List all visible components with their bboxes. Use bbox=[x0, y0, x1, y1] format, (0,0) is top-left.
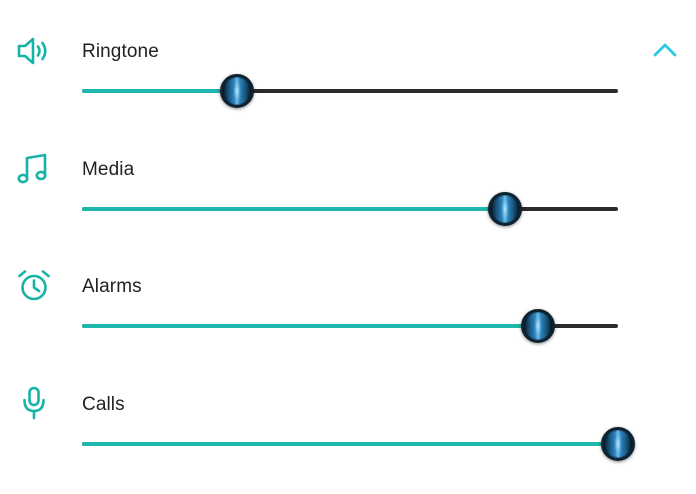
calls-volume-slider[interactable] bbox=[82, 427, 635, 461]
slider-thumb[interactable] bbox=[520, 309, 555, 343]
volume-row-label: Calls bbox=[82, 394, 125, 415]
collapse-button[interactable] bbox=[650, 38, 680, 62]
slider-fill bbox=[82, 207, 506, 211]
volume-row-calls: Calls bbox=[0, 353, 696, 461]
slider-fill bbox=[82, 89, 238, 93]
music-note-icon bbox=[15, 150, 53, 188]
volume-row-label: Media bbox=[82, 159, 135, 180]
volume-row-alarms: Alarms bbox=[0, 235, 696, 343]
slider-thumb[interactable] bbox=[488, 192, 523, 226]
volume-row-media: Media bbox=[0, 118, 696, 226]
alarm-clock-icon bbox=[15, 267, 53, 305]
chevron-up-icon bbox=[653, 43, 677, 57]
volume-row-ringtone: Ringtone bbox=[0, 0, 696, 108]
speaker-icon bbox=[15, 32, 53, 70]
alarms-volume-slider[interactable] bbox=[82, 309, 618, 343]
slider-thumb[interactable] bbox=[220, 74, 255, 108]
slider-fill bbox=[82, 324, 538, 328]
microphone-icon bbox=[15, 384, 53, 422]
slider-thumb[interactable] bbox=[601, 427, 635, 461]
volume-row-label: Ringtone bbox=[82, 41, 159, 62]
ringtone-volume-slider[interactable] bbox=[82, 74, 618, 108]
slider-fill bbox=[82, 442, 618, 446]
slider-track bbox=[82, 89, 618, 93]
volume-row-label: Alarms bbox=[82, 276, 142, 297]
media-volume-slider[interactable] bbox=[82, 192, 618, 226]
